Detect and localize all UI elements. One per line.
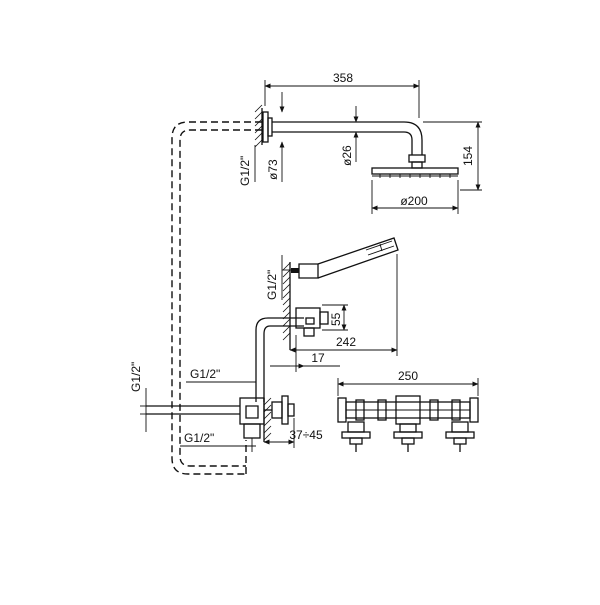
hand-shower-handset	[291, 237, 399, 279]
dim-mixer-width-label: 250	[398, 369, 418, 383]
mixer-front-center-valve	[393, 423, 423, 452]
dim-holder-height-label: 55	[329, 312, 343, 326]
mixer-front-left-valve	[341, 421, 371, 452]
dim-hand-length: 242	[289, 254, 398, 356]
dim-thread-mixer-top-label: G1/2"	[190, 367, 220, 381]
shower-head	[371, 167, 459, 178]
dim-arm-length: 358	[264, 71, 420, 118]
dim-thread-hand: G1/2"	[265, 255, 292, 300]
mixer-side-view: G1/2" G1/2" 37÷45 G1/2"	[129, 362, 323, 452]
hand-shower-assembly: 55 242 17 G1/2"	[255, 237, 399, 402]
dim-mixer-depth: 37÷45	[263, 418, 323, 448]
hand-hose	[255, 317, 304, 402]
dim-arm-length-label: 358	[333, 71, 353, 85]
dim-flange-diameter: ø73	[266, 92, 285, 182]
dim-head-height: 154	[423, 121, 482, 191]
dim-wall-offset: 17	[270, 335, 340, 372]
dim-thread-left-label: G1/2"	[129, 362, 143, 392]
wall-outlet-holder	[295, 307, 329, 337]
overhead-shower: 358 154 ø200 ø26 ø73	[238, 71, 482, 214]
hand-wall	[282, 262, 291, 350]
dim-mixer-width: 250	[337, 369, 479, 396]
dim-thread-top: G1/2"	[238, 145, 256, 186]
mixer-front-right-valve	[445, 421, 475, 452]
dim-arm-diameter: ø26	[340, 106, 359, 166]
dim-mixer-depth-label: 37÷45	[289, 428, 323, 442]
dim-hand-length-label: 242	[336, 335, 356, 349]
dim-thread-mixer-bottom: G1/2"	[180, 431, 256, 452]
dim-thread-hand-label: G1/2"	[265, 270, 279, 300]
dim-thread-left: G1/2"	[129, 362, 152, 432]
dim-head-diameter: ø200	[371, 180, 459, 214]
dim-wall-offset-label: 17	[311, 351, 325, 365]
shower-arm	[272, 121, 426, 169]
dim-thread-mixer-top: G1/2"	[186, 367, 257, 398]
wall-plate	[254, 104, 273, 148]
dim-thread-top-label: G1/2"	[238, 156, 252, 186]
dim-thread-mixer-bottom-label: G1/2"	[184, 431, 214, 445]
dim-arm-diameter-label: ø26	[340, 145, 354, 166]
mixer-wall	[263, 397, 272, 442]
dim-head-diameter-label: ø200	[400, 194, 428, 208]
dim-holder-height: 55	[322, 304, 348, 331]
mixer-front-view: 250	[337, 369, 479, 452]
mixer-body	[239, 395, 295, 439]
dim-flange-diameter-label: ø73	[266, 159, 280, 180]
dim-head-height-label: 154	[461, 146, 475, 166]
